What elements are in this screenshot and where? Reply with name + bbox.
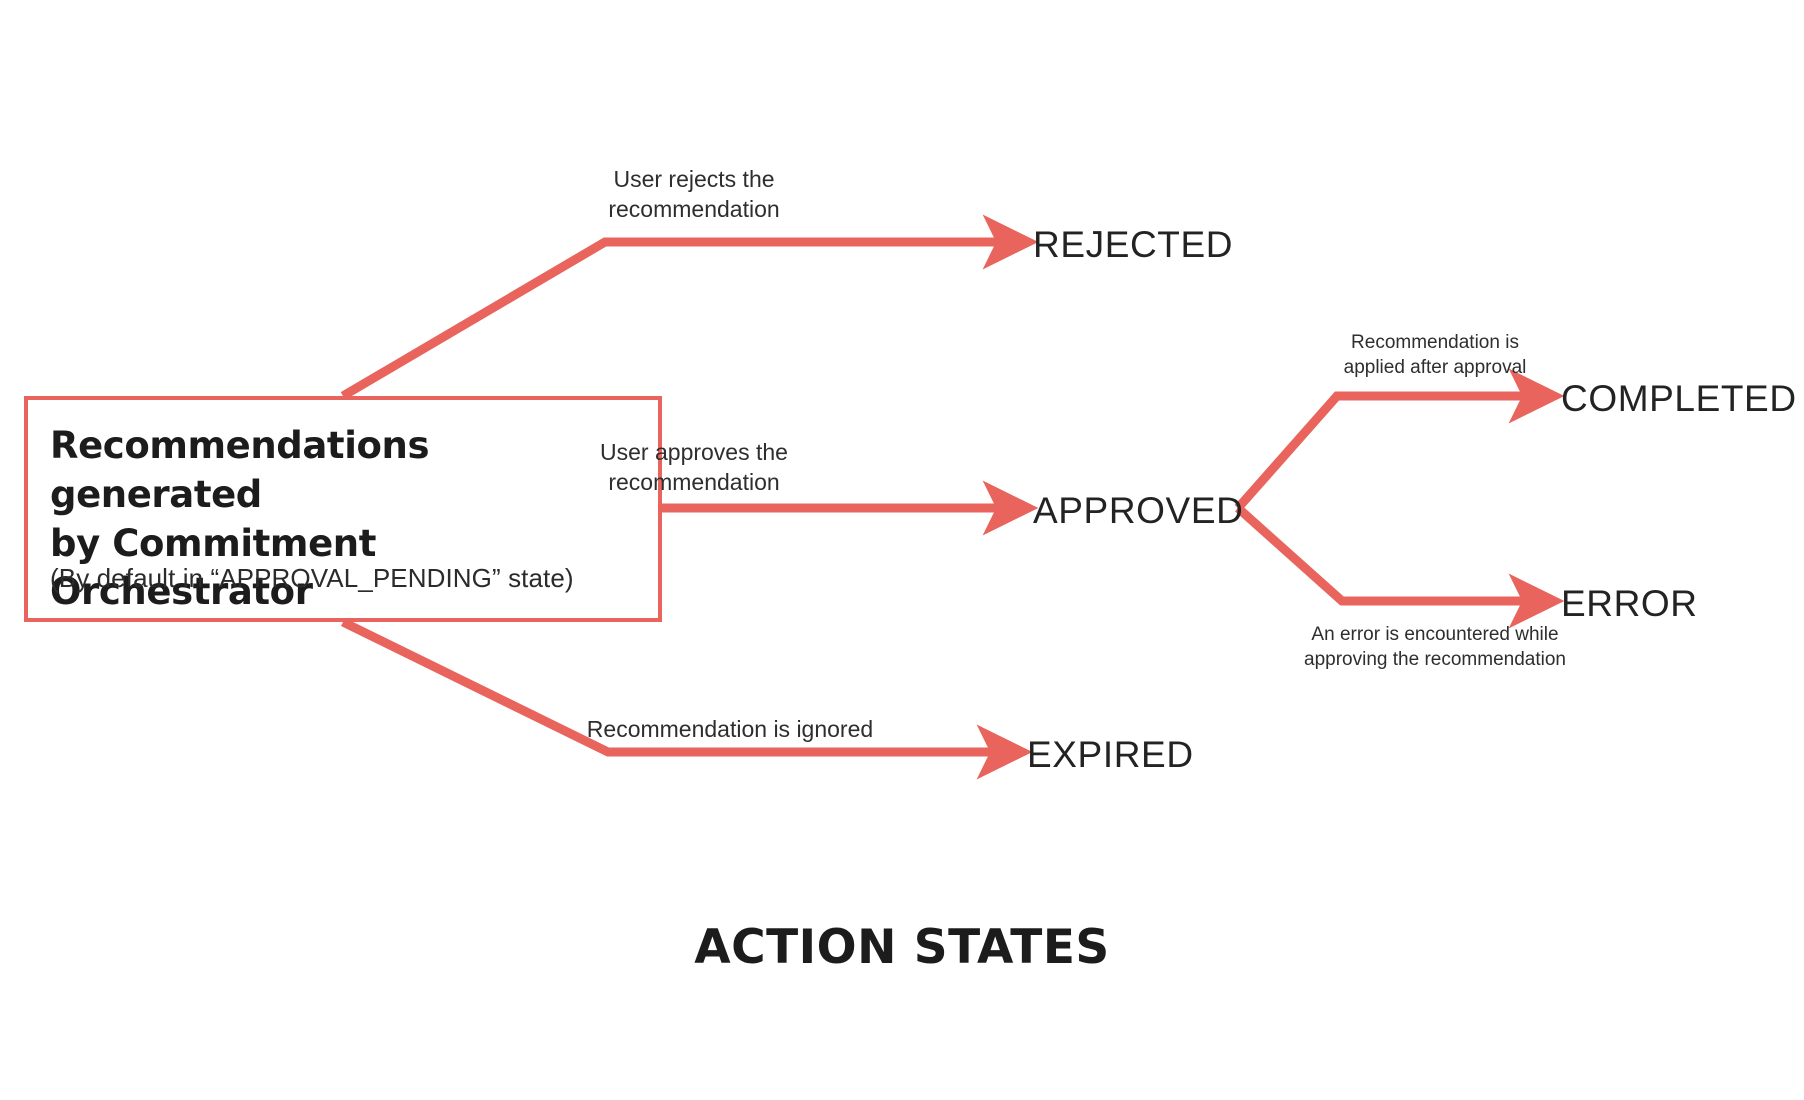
state-rejected: REJECTED [1033,224,1234,265]
edge-to-rejected [340,214,1039,400]
diagram-caption: ACTION STATES [694,920,1110,975]
edge-label-to-rejected: User rejects the recommendation [608,166,780,223]
edge-label-to-completed: Recommendation is applied after approval [1343,332,1527,379]
edge-label-to-approved: User approves the recommendation [600,439,788,496]
edge-label-to-expired: Recommendation is ignored [586,716,874,742]
state-completed: COMPLETED [1561,378,1797,419]
source-node-title: Recommendations generated by Commitment … [50,424,430,614]
edge-label-to-error: An error is encountered while approving … [1304,624,1566,671]
source-node: Recommendations generated by Commitment … [24,396,662,622]
edge-to-expired [341,617,1033,780]
state-approved: APPROVED [1033,490,1244,531]
source-node-subtitle: (By default in “APPROVAL_PENDING” state) [50,563,574,593]
edge-to-error [1235,504,1565,629]
edge-to-completed [1234,368,1565,511]
state-error: ERROR [1561,583,1698,624]
state-expired: EXPIRED [1027,734,1194,775]
